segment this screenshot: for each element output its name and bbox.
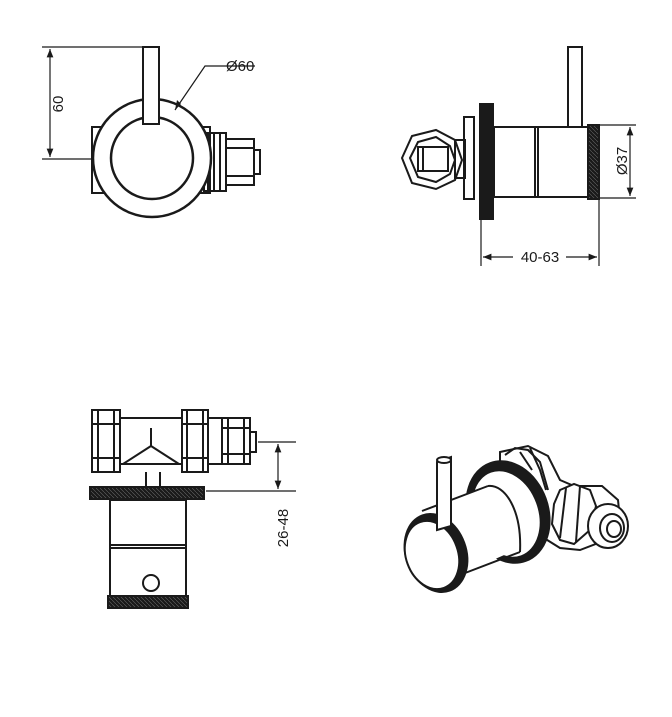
lever-handle — [142, 46, 160, 125]
knurled-ring — [587, 124, 600, 200]
isometric-view — [403, 444, 629, 593]
right-hex-nut — [181, 409, 209, 473]
top-flange — [89, 486, 205, 500]
wall-flange — [479, 103, 494, 220]
compression-nut — [203, 132, 261, 192]
top-depth-label: 26-48 — [275, 509, 292, 547]
front-view — [91, 46, 261, 219]
top-view — [89, 409, 257, 609]
side-projection-label: 40-63 — [521, 249, 559, 266]
top-dimensions — [206, 441, 296, 492]
side-lever — [567, 46, 583, 128]
iso-lever-tip — [436, 456, 452, 464]
diameter-leader — [174, 65, 255, 111]
side-view — [400, 46, 600, 220]
iso-cylinder-edge — [487, 484, 522, 553]
lever-hole — [142, 574, 160, 592]
front-height-label: 60 — [50, 96, 67, 113]
front-dimensions — [42, 46, 255, 160]
iso-lever — [436, 455, 452, 532]
side-dimensions — [480, 124, 636, 266]
front-diameter-label: Ø60 — [226, 58, 254, 75]
leader-arrow — [175, 100, 181, 110]
side-diameter-label: Ø37 — [614, 147, 631, 175]
iso-cylinder-edge — [421, 485, 489, 512]
top-knurled-ring — [107, 595, 189, 609]
side-compression-nut — [400, 128, 466, 191]
top-compression-nut — [207, 417, 257, 465]
left-hex-nut — [91, 409, 121, 473]
iso-handle-face — [403, 519, 461, 591]
back-plate — [463, 116, 475, 200]
body-cylinder — [493, 126, 591, 198]
